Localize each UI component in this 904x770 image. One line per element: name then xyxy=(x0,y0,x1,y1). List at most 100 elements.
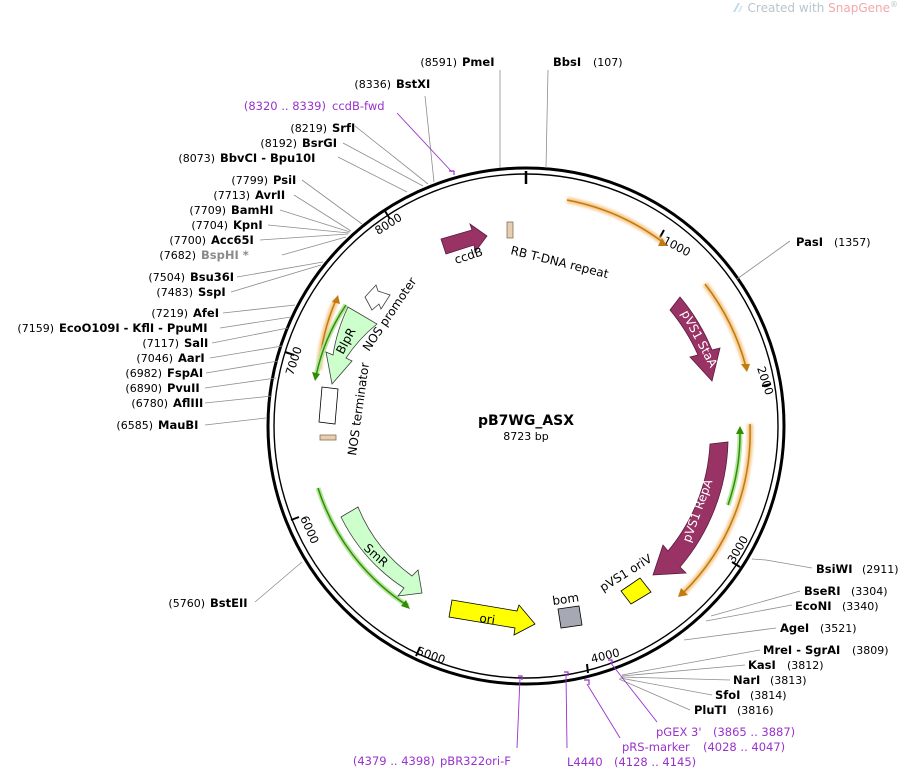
site-srfI[interactable]: (8219) SrfI xyxy=(290,121,355,135)
site-pvuII[interactable]: (6890) PvuII xyxy=(125,381,199,395)
backbone-outer xyxy=(266,166,786,686)
feature-label-nos-terminator: NOS terminator xyxy=(345,362,372,457)
svg-text:NarI: NarI xyxy=(733,673,760,687)
svg-text:(3521): (3521) xyxy=(820,622,857,635)
svg-text:SrfI: SrfI xyxy=(332,121,355,135)
svg-text:ccdB-fwd: ccdB-fwd xyxy=(332,99,385,113)
site-narI[interactable]: NarI (3813) xyxy=(733,673,807,687)
site-ecoO109I-kflI-ppuMI[interactable]: (7159) EcoO109I - KflI - PpuMI xyxy=(17,321,207,335)
feature-label-rb-tdna: RB T-DNA repeat xyxy=(509,243,610,281)
svg-text:(1357): (1357) xyxy=(834,236,871,249)
site-avrII[interactable]: (7713) AvrII xyxy=(213,188,285,202)
primer-pGEX-3[interactable]: pGEX 3' (3865 .. 3887) xyxy=(656,725,795,739)
site-ageI[interactable]: AgeI (3521) xyxy=(780,621,857,635)
site-acc65I[interactable]: (7700) Acc65I xyxy=(169,233,253,247)
svg-text:(3304): (3304) xyxy=(851,585,888,598)
svg-text:EcoNI: EcoNI xyxy=(795,599,831,613)
svg-text:(3814): (3814) xyxy=(750,689,787,702)
primer-pRS-marker[interactable]: pRS-marker (4028 .. 4047) xyxy=(622,740,785,754)
svg-text:BbsI: BbsI xyxy=(553,55,581,69)
svg-text:(4379 .. 4398): (4379 .. 4398) xyxy=(353,754,435,768)
svg-text:(8073): (8073) xyxy=(178,152,215,165)
svg-text:(7709): (7709) xyxy=(189,204,226,217)
svg-text:(2911): (2911) xyxy=(862,563,899,576)
svg-text:L4440: L4440 xyxy=(567,755,603,769)
feature-pvs1-staA[interactable]: pVS1 StaA xyxy=(669,296,721,382)
svg-text:(4028 .. 4047): (4028 .. 4047) xyxy=(703,740,785,754)
primer-L4440[interactable]: L4440 (4128 .. 4145) xyxy=(567,755,696,769)
primer-pBR322ori-F[interactable]: (4379 .. 4398) pBR322ori-F xyxy=(353,754,511,768)
plasmid-name: pB7WG_ASX xyxy=(478,413,574,429)
svg-text:Acc65I: Acc65I xyxy=(211,233,254,247)
svg-text:SalI: SalI xyxy=(184,336,208,350)
primer-ccdB-fwd[interactable]: (8320 .. 8339) ccdB-fwd xyxy=(244,99,385,113)
site-mauBI[interactable]: (6585) MauBI xyxy=(116,418,198,432)
svg-text:(6982): (6982) xyxy=(125,367,162,380)
svg-text:BseRI: BseRI xyxy=(804,584,841,598)
svg-text:(3809): (3809) xyxy=(852,644,889,657)
site-pluTI[interactable]: PluTI (3816) xyxy=(694,703,774,717)
svg-text:pGEX 3': pGEX 3' xyxy=(656,725,702,739)
svg-text:BamHI: BamHI xyxy=(231,203,273,217)
tick-2000: 2000 xyxy=(754,365,776,397)
site-pmeI[interactable]: (8591) PmeI xyxy=(420,55,494,69)
svg-text:(3340): (3340) xyxy=(842,600,879,613)
site-aflIII[interactable]: (6780) AflIII xyxy=(131,396,203,410)
site-psiI[interactable]: (7799) PsiI xyxy=(231,173,296,187)
site-bseRI[interactable]: BseRI (3304) xyxy=(804,584,888,598)
svg-text:(7704): (7704) xyxy=(191,219,228,232)
svg-text:(7682): (7682) xyxy=(159,249,196,262)
svg-text:(8219): (8219) xyxy=(290,122,327,135)
svg-text:(8591): (8591) xyxy=(420,56,457,69)
tick-1000: 1000 xyxy=(661,233,693,259)
site-fspAI[interactable]: (6982) FspAI xyxy=(125,366,203,380)
svg-text:PsiI: PsiI xyxy=(273,173,296,187)
svg-text:(7700): (7700) xyxy=(169,234,206,247)
site-bsrGI[interactable]: (8192) BsrGI xyxy=(260,136,337,150)
site-mreI-sgrAI[interactable]: MreI - SgrAI (3809) xyxy=(763,643,889,657)
svg-text:(7504): (7504) xyxy=(148,271,185,284)
site-kpnI[interactable]: (7704) KpnI xyxy=(191,218,262,232)
svg-text:(3812): (3812) xyxy=(787,659,824,672)
feature-label-ori: ori xyxy=(479,611,496,627)
site-bspHI[interactable]: (7682) BspHI * xyxy=(159,248,248,262)
svg-text:PluTI: PluTI xyxy=(694,703,727,717)
site-ecoNI[interactable]: EcoNI (3340) xyxy=(795,599,879,613)
feature-pvs1-oriV[interactable]: pVS1 oriV xyxy=(597,551,655,605)
svg-text:PasI: PasI xyxy=(796,235,823,249)
svg-text:(8336): (8336) xyxy=(354,78,391,91)
svg-text:(3816): (3816) xyxy=(737,704,774,717)
feature-ori[interactable]: ori xyxy=(448,599,536,636)
svg-text:(7046): (7046) xyxy=(136,352,173,365)
svg-text:(7159): (7159) xyxy=(17,322,54,335)
svg-text:PvuII: PvuII xyxy=(167,381,200,395)
feature-nos-terminator[interactable]: NOS terminator xyxy=(318,362,372,457)
site-sspI[interactable]: (7483) SspI xyxy=(156,285,225,299)
svg-text:(6780): (6780) xyxy=(131,397,168,410)
site-pasI[interactable]: PasI (1357) xyxy=(796,235,871,249)
site-salI[interactable]: (7117) SalI xyxy=(142,336,208,350)
site-bstEII[interactable]: (5760) BstEII xyxy=(168,596,247,610)
site-bsiWI[interactable]: BsiWI (2911) xyxy=(816,562,899,576)
feature-rb-tdna-repeat[interactable]: RB T-DNA repeat xyxy=(506,221,610,281)
svg-text:(7713): (7713) xyxy=(213,189,250,202)
site-afeI[interactable]: (7219) AfeI xyxy=(151,306,219,320)
tick-6000: 6000 xyxy=(297,514,322,546)
svg-text:(8192): (8192) xyxy=(260,137,297,150)
feature-nos-promoter[interactable]: NOS promoter xyxy=(360,275,419,354)
site-aarI[interactable]: (7046) AarI xyxy=(136,351,204,365)
site-bbsI[interactable]: BbsI (107) xyxy=(553,55,623,69)
feature-ccdB[interactable]: ccdB xyxy=(440,222,488,267)
site-bbvCI-bpu10I[interactable]: (8073) BbvCI - Bpu10I xyxy=(178,151,315,165)
svg-text:(6890): (6890) xyxy=(125,382,162,395)
svg-text:AarI: AarI xyxy=(178,351,205,365)
site-sfoI[interactable]: SfoI (3814) xyxy=(715,688,787,702)
site-bamHI[interactable]: (7709) BamHI xyxy=(189,203,273,217)
site-bsu36I[interactable]: (7504) Bsu36I xyxy=(148,270,234,284)
site-bstXI[interactable]: (8336) BstXI xyxy=(354,77,430,91)
svg-text:AflIII: AflIII xyxy=(173,396,203,410)
feature-bom[interactable]: bom xyxy=(551,590,583,629)
site-kasI[interactable]: KasI (3812) xyxy=(748,658,824,672)
svg-text:(7483): (7483) xyxy=(156,286,193,299)
